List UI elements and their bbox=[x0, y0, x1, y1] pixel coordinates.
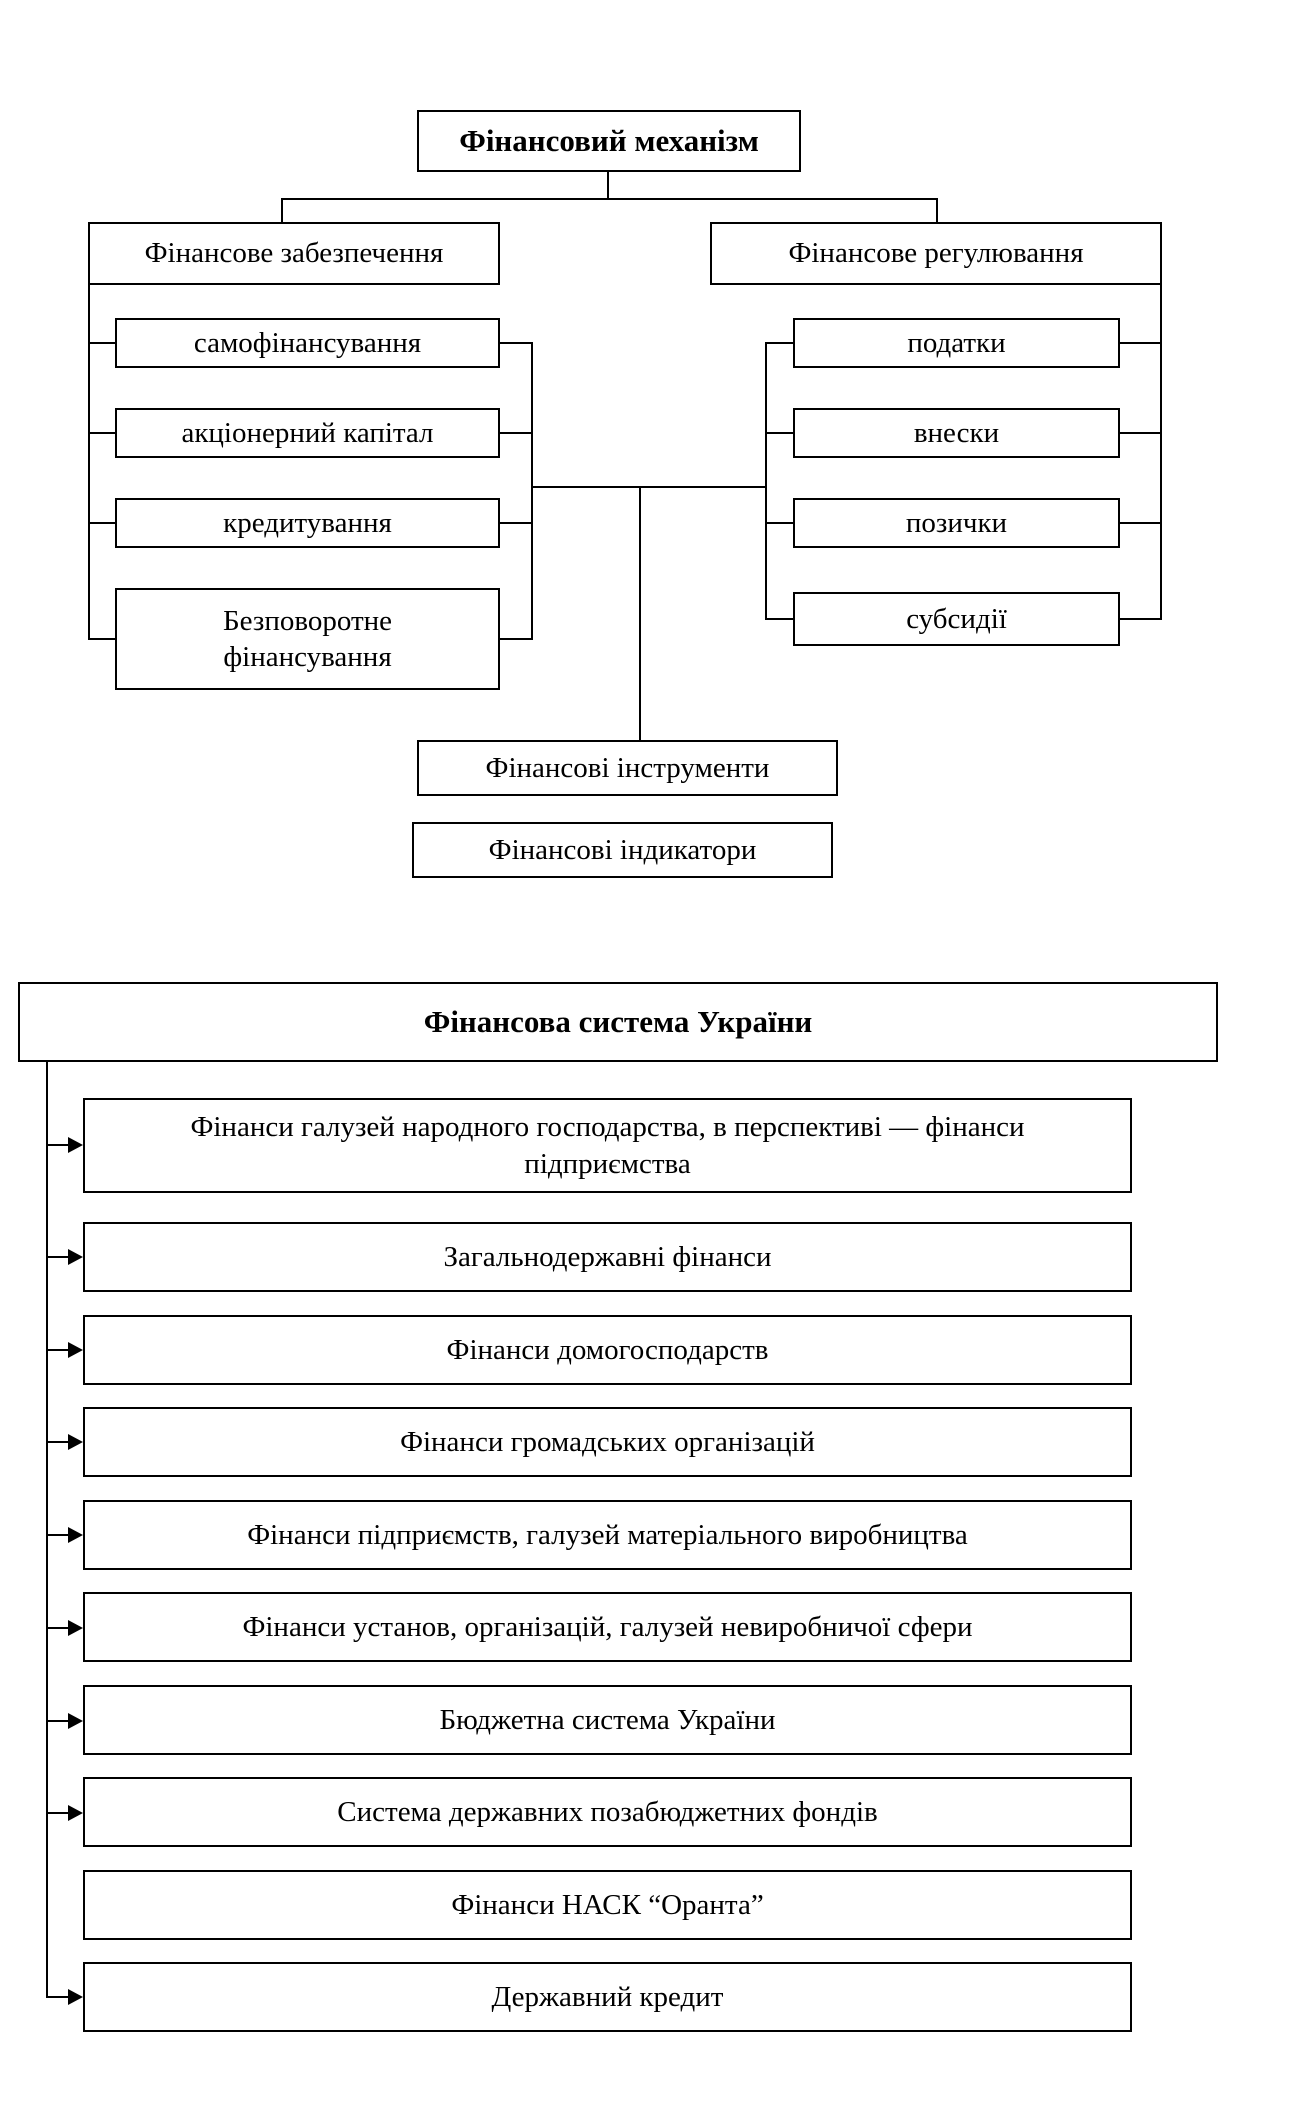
system-row-label: Фінанси громадських організацій bbox=[400, 1425, 815, 1458]
connector-line bbox=[46, 1349, 70, 1351]
connector-line bbox=[88, 638, 115, 640]
instruments-label: Фінансові інструменти bbox=[485, 751, 770, 784]
connector-line bbox=[500, 522, 533, 524]
connector-line bbox=[531, 342, 533, 640]
mechanism-title-box: Фінансовий механізм bbox=[417, 110, 801, 172]
connector-line bbox=[1120, 432, 1162, 434]
left-item-label: кредитування bbox=[223, 506, 392, 539]
right-branch-title: Фінансове регулювання bbox=[788, 237, 1084, 270]
system-row: Загальнодержавні фінанси bbox=[83, 1222, 1132, 1292]
connector-line bbox=[46, 1534, 70, 1536]
connector-line bbox=[46, 1256, 70, 1258]
connector-line bbox=[765, 432, 793, 434]
system-row-label: Бюджетна система України bbox=[439, 1703, 776, 1736]
right-item-box: внески bbox=[793, 408, 1120, 458]
left-item-box: Безповоротне фінансування bbox=[115, 588, 500, 690]
connector-line bbox=[607, 172, 609, 200]
connector-line bbox=[46, 1441, 70, 1443]
system-trunk-line bbox=[46, 1062, 48, 1997]
connector-line bbox=[1120, 342, 1162, 344]
connector-line bbox=[46, 1144, 70, 1146]
system-row-label: Державний кредит bbox=[491, 1980, 724, 2013]
left-item-box: самофінансування bbox=[115, 318, 500, 368]
arrow-right-icon bbox=[68, 1342, 83, 1358]
connector-line bbox=[46, 1996, 70, 1998]
system-row: Фінанси галузей народного господарства, … bbox=[83, 1098, 1132, 1193]
connector-line bbox=[765, 618, 793, 620]
connector-line bbox=[500, 342, 533, 344]
connector-line bbox=[281, 198, 283, 222]
connector-line bbox=[500, 638, 533, 640]
connector-line bbox=[88, 342, 115, 344]
connector-line bbox=[500, 432, 533, 434]
right-item-label: податки bbox=[907, 326, 1006, 359]
arrow-right-icon bbox=[68, 1805, 83, 1821]
system-row: Фінанси громадських організацій bbox=[83, 1407, 1132, 1477]
system-row-label: Фінанси підприємств, галузей матеріально… bbox=[247, 1518, 968, 1551]
connector-line bbox=[765, 342, 767, 620]
right-item-label: внески bbox=[913, 416, 1000, 449]
arrow-right-icon bbox=[68, 1713, 83, 1729]
system-row-label: Фінанси домогосподарств bbox=[446, 1333, 769, 1366]
arrow-right-icon bbox=[68, 1620, 83, 1636]
system-row-label: Система державних позабюджетних фондів bbox=[337, 1795, 878, 1828]
connector-line bbox=[531, 486, 767, 488]
arrow-right-icon bbox=[68, 1527, 83, 1543]
right-item-label: субсидії bbox=[906, 602, 1007, 635]
connector-line bbox=[1120, 522, 1162, 524]
arrow-right-icon bbox=[68, 1434, 83, 1450]
system-row: Фінанси підприємств, галузей матеріально… bbox=[83, 1500, 1132, 1570]
indicators-label: Фінансові індикатори bbox=[488, 833, 757, 866]
connector-line bbox=[88, 432, 115, 434]
system-row-label: Фінанси галузей народного господарства, … bbox=[190, 1111, 1025, 1180]
mechanism-title: Фінансовий механізм bbox=[459, 122, 759, 158]
left-item-label: самофінансування bbox=[193, 326, 422, 359]
right-item-box: субсидії bbox=[793, 592, 1120, 646]
connector-line bbox=[46, 1627, 70, 1629]
right-item-box: податки bbox=[793, 318, 1120, 368]
connector-line bbox=[765, 342, 793, 344]
left-item-label: Безповоротне фінансування bbox=[222, 604, 393, 673]
system-row-label: Загальнодержавні фінанси bbox=[443, 1240, 772, 1273]
left-branch-title-box: Фінансове забезпечення bbox=[88, 222, 500, 285]
system-row: Бюджетна система України bbox=[83, 1685, 1132, 1755]
system-row-label: Фінанси НАСК “Оранта” bbox=[451, 1888, 764, 1921]
system-row: Державний кредит bbox=[83, 1962, 1132, 2032]
system-row: Фінанси домогосподарств bbox=[83, 1315, 1132, 1385]
connector-line bbox=[46, 1720, 70, 1722]
right-item-box: позички bbox=[793, 498, 1120, 548]
arrow-right-icon bbox=[68, 1249, 83, 1265]
left-item-label: акціонерний капітал bbox=[181, 416, 434, 449]
arrow-right-icon bbox=[68, 1137, 83, 1153]
connector-line bbox=[765, 522, 793, 524]
connector-line bbox=[936, 198, 938, 222]
system-row: Система державних позабюджетних фондів bbox=[83, 1777, 1132, 1847]
system-row-label: Фінанси установ, організацій, галузей не… bbox=[242, 1610, 973, 1643]
connector-line bbox=[281, 198, 938, 200]
system-row: Фінанси установ, організацій, галузей не… bbox=[83, 1592, 1132, 1662]
connector-line bbox=[1120, 618, 1162, 620]
system-row: Фінанси НАСК “Оранта” bbox=[83, 1870, 1132, 1940]
connector-line bbox=[88, 522, 115, 524]
connector-line bbox=[639, 486, 641, 740]
right-branch-title-box: Фінансове регулювання bbox=[710, 222, 1162, 285]
right-item-label: позички bbox=[905, 506, 1008, 539]
arrow-right-icon bbox=[68, 1989, 83, 2005]
system-title: Фінансова система України bbox=[423, 1003, 813, 1039]
left-branch-title: Фінансове забезпечення bbox=[144, 237, 444, 270]
system-title-box: Фінансова система України bbox=[18, 982, 1218, 1062]
indicators-box: Фінансові індикатори bbox=[412, 822, 833, 878]
right-bracket-line bbox=[1160, 285, 1162, 620]
instruments-box: Фінансові інструменти bbox=[417, 740, 838, 796]
left-item-box: кредитування bbox=[115, 498, 500, 548]
left-item-box: акціонерний капітал bbox=[115, 408, 500, 458]
left-bracket-line bbox=[88, 285, 90, 640]
connector-line bbox=[46, 1812, 70, 1814]
